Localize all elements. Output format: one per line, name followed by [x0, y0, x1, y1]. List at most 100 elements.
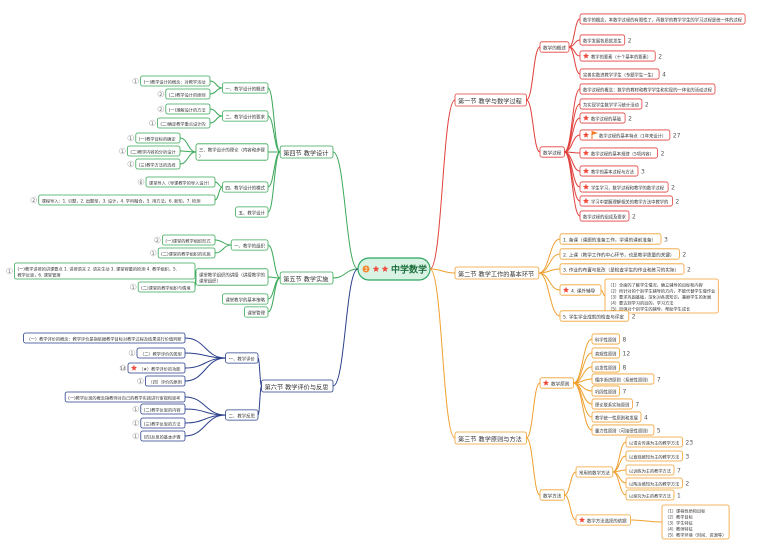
connector-line: [538, 272, 561, 291]
leaf-node[interactable]: 学生学习，数学过程和教学的数学过程: [579, 181, 669, 193]
leaf-node[interactable]: 循序渐进原则（系统性原则）: [591, 373, 655, 385]
count-badge-text: 1: [8, 269, 11, 275]
leaf-node[interactable]: 完善实数进教学学生（专题学生一生）: [579, 68, 660, 80]
leaf-node[interactable]: (二)确定教学重点设计的: [156, 117, 211, 129]
section-node[interactable]: 二、教学反思: [225, 409, 259, 421]
count-badge: 2: [671, 185, 675, 192]
leaf-node[interactable]: 数学过程的概念：数学的教材和教学学生和实现的一体化的活动过程: [579, 83, 716, 95]
branch-line: [332, 268, 359, 387]
chapter-node[interactable]: 第六节 教学评价与反思: [261, 379, 334, 393]
chapter-node[interactable]: 第三节 教学原则与方法: [454, 431, 527, 445]
leaf-node[interactable]: 以直观感知为主的教学方法: [625, 450, 683, 462]
section-node[interactable]: 三、教学设计的理论（内容和步骤）: [195, 143, 269, 161]
connector-line: [525, 437, 541, 496]
leaf-node[interactable]: (四)反思的基本步骤: [140, 430, 186, 442]
leaf-node[interactable]: 课程导入：1. 引题，2. 出题型，3. 设计，4. 学科融合，5. 用方法，6…: [38, 194, 216, 206]
chapter-node[interactable]: 第五节 教学实施: [279, 271, 334, 285]
leaf-node[interactable]: （1）课程性质和目标（2）教学目标（3）学生特征（4）教师特征（5）教学环境（时…: [661, 504, 730, 540]
leaf-node[interactable]: 理论联系实际原则: [591, 398, 633, 410]
leaf-node[interactable]: 直观性原则: [591, 347, 620, 359]
chapter-node[interactable]: 第二节 教学工作的基本环节: [454, 266, 540, 280]
leaf-node[interactable]: （二）教学评价的类型: [136, 347, 186, 359]
leaf-node[interactable]: 学习中掌握理解相关的教学方法中教学的: [579, 195, 673, 207]
topic-label: (二)教学内容的分析设计: [130, 148, 175, 155]
leaf-node[interactable]: 科学性原则: [591, 333, 620, 345]
connector-line: [568, 18, 581, 48]
leaf-node[interactable]: 数学的概念，本数学过程的有限性了，再数学的教学学生的学习过程是统一体的过程: [579, 13, 746, 25]
leaf-node[interactable]: (一)教学讲授的讲课要点 1. 讲授语言 2. 语言生动 3. 课堂容量的检测 …: [14, 262, 196, 280]
section-node[interactable]: 一、教学评价: [225, 352, 259, 364]
leaf-node[interactable]: （一）教学评价的概念：教学评价是指依据教学目标对教学过程及结果进行价值判断: [23, 332, 186, 344]
count-badge-text: 2: [661, 151, 665, 158]
subtopic-node[interactable]: 3. 作业的布置与批改（是检查学生的作业和练习的实际）: [559, 263, 685, 275]
leaf-node[interactable]: 教学的要素（十个基本的要素）: [579, 50, 656, 62]
leaf-node[interactable]: (二)教学内容的分析设计: [126, 145, 181, 157]
leaf-node[interactable]: (三)教学反思的方法: [140, 417, 186, 429]
leaf-node[interactable]: 教学的基本过程与方法: [579, 165, 639, 177]
count-badge: 5: [657, 428, 661, 435]
leaf-node[interactable]: 以语言传递为主的教学方法: [625, 436, 683, 448]
section-node[interactable]: 课堂管理: [243, 306, 269, 318]
section-node[interactable]: 数学的概述: [539, 41, 570, 53]
section-node[interactable]: 五、教学设计: [235, 206, 269, 218]
topic-label: （3）要求巩固基础，深化对各类知识，兼顾学生的发展: [608, 293, 712, 300]
section-node[interactable]: 数学方法: [539, 489, 565, 501]
leaf-node[interactable]: (二)课堂的教学组织的实施: [157, 247, 216, 259]
count-badge-text: 27: [673, 133, 681, 140]
detail-node[interactable]: （1）全面的了解学生情况，确立辅导的目标和内容（2）所针对的个别学生辅导的方向，…: [604, 278, 719, 314]
section-node[interactable]: 课堂教学的基本策略: [221, 293, 269, 305]
subtopic-node[interactable]: 2. 上课（教学工作的中心环节，也是教学质量的关键）: [559, 248, 680, 260]
leaf-node[interactable]: 以探究为主的教学方法: [625, 489, 675, 501]
subtopic-node[interactable]: 1. 备课（课题的准备工作，学课的课前准备）: [559, 233, 662, 245]
subsection-node[interactable]: 常用的数学方法: [575, 466, 614, 478]
section-node[interactable]: 二、教学设计的要求: [221, 110, 269, 122]
leaf-node[interactable]: (三)教学方法的选择: [135, 158, 181, 170]
leaf-node[interactable]: 为实现学生数学学习统计活动: [579, 98, 643, 110]
leaf-node[interactable]: 以陶冶感知为主的教学方法: [625, 477, 683, 489]
leaf-node[interactable]: 启发性原则: [591, 361, 620, 373]
leaf-node[interactable]: 量力性原则（可接受性原则）: [591, 424, 655, 436]
count-badge: [132, 77, 139, 85]
leaf-node[interactable]: (二)教学反思的内容: [140, 403, 186, 415]
leaf-node[interactable]: 数学过程的组成及要求: [579, 210, 630, 222]
count-badge-text: 1: [121, 149, 124, 155]
leaf-node[interactable]: 教学统一性原则和发展: [591, 411, 642, 423]
leaf-node[interactable]: (一)教学设计的概念：对教学活动: [140, 75, 211, 87]
subtopic-node[interactable]: 5. 学生学业成就的检查与评定: [559, 310, 630, 322]
topic-label: 第四节 教学设计: [283, 149, 328, 157]
section-node[interactable]: 一、教学的组织: [230, 239, 269, 251]
section-node[interactable]: 一、教学设计的概述: [221, 82, 269, 94]
leaf-node[interactable]: (一)课堂的教学组织形式: [161, 234, 216, 246]
topic-label: 4. 课外辅导: [571, 288, 596, 295]
leaf-node[interactable]: (一)教学目标的确定: [135, 132, 181, 144]
count-badge-text: 2: [645, 102, 649, 109]
count-badge-text: 23: [685, 440, 693, 447]
leaf-node[interactable]: 数学发展各质就发生: [579, 34, 626, 46]
star-icon: [542, 379, 550, 386]
leaf-node[interactable]: 以训练为主的教学方法: [625, 464, 675, 476]
section-node[interactable]: 数学过程: [539, 146, 565, 158]
leaf-node[interactable]: (一)教学反思的概念指教师对自己的教学实践进行审视和思考: [64, 391, 186, 403]
leaf-node[interactable]: (一)理解设计的方法: [165, 103, 211, 115]
topic-label: 数学过程的基础: [591, 115, 621, 122]
leaf-node[interactable]: （★）教学评价的功能: [127, 362, 186, 374]
leaf-node[interactable]: 数学过程的基本规律（5项内容）: [579, 147, 658, 159]
topic-label: （1）全面的了解学生情况，确立辅导的目标和内容: [608, 281, 703, 288]
chapter-node[interactable]: 第四节 教学设计: [279, 145, 334, 159]
leaf-node[interactable]: 巩固性原则: [591, 385, 620, 397]
leaf-node[interactable]: 课堂导入（导课教学的导入设计）: [145, 176, 216, 188]
count-badge-text: 7: [623, 389, 627, 396]
topic-label: （★）教学评价的功能: [139, 365, 181, 372]
branch-line: [332, 268, 359, 279]
subsection-node[interactable]: 数学方法选择的依据: [575, 514, 631, 526]
leaf-node[interactable]: （四）评价的原则: [144, 375, 186, 387]
leaf-node[interactable]: (二)课堂的教学组织与情境: [137, 281, 196, 293]
leaf-node[interactable]: (二)教学设计的原则: [165, 88, 211, 100]
section-node[interactable]: 四、教学设计的模式: [221, 181, 269, 193]
leaf-node[interactable]: 数学过程的基本特点（1年来设计）: [579, 129, 671, 141]
topic-label: 数学的概述: [543, 45, 566, 52]
count-badge: 2: [628, 38, 632, 45]
chapter-node[interactable]: 第一节 教学与数学过程: [454, 93, 527, 107]
leaf-node[interactable]: 数学过程的基础: [579, 112, 626, 124]
